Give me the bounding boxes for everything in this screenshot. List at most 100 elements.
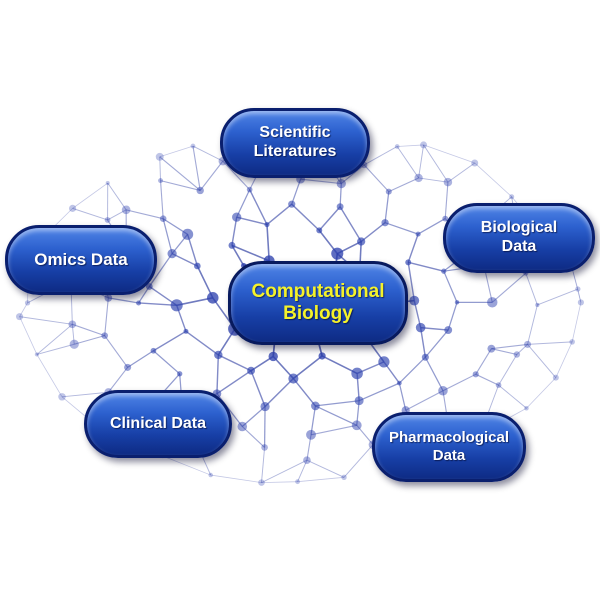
network-link bbox=[264, 378, 294, 408]
network-link bbox=[315, 400, 360, 407]
network-link bbox=[408, 261, 444, 272]
network-node bbox=[194, 262, 201, 270]
network-node bbox=[159, 215, 167, 223]
network-link bbox=[19, 302, 28, 317]
network-node bbox=[303, 456, 311, 465]
network-link bbox=[148, 253, 173, 287]
scientific-literatures-line-1: Scientific bbox=[259, 124, 331, 142]
network-link bbox=[555, 341, 573, 378]
network-node bbox=[104, 294, 113, 302]
network-link bbox=[291, 178, 302, 205]
network-node bbox=[34, 352, 39, 357]
network-link bbox=[250, 370, 266, 407]
network-link bbox=[162, 218, 173, 254]
network-node bbox=[385, 188, 392, 195]
network-link bbox=[318, 206, 341, 231]
network-link bbox=[447, 162, 475, 183]
network-node bbox=[258, 479, 265, 486]
network-link bbox=[537, 288, 579, 306]
network-node bbox=[487, 297, 498, 308]
network-node bbox=[354, 396, 364, 406]
network-node bbox=[472, 371, 479, 378]
network-link bbox=[292, 355, 323, 380]
network-node bbox=[170, 299, 183, 312]
network-link bbox=[527, 344, 557, 378]
network-link bbox=[310, 424, 357, 436]
network-link bbox=[444, 182, 449, 219]
network-node bbox=[177, 371, 183, 377]
network-link bbox=[199, 160, 224, 191]
clinical-data-box: Clinical Data bbox=[84, 390, 232, 458]
network-link bbox=[300, 178, 342, 185]
network-node bbox=[552, 374, 559, 381]
network-link bbox=[339, 183, 342, 207]
network-link bbox=[527, 304, 538, 345]
network-node bbox=[357, 237, 366, 246]
network-node bbox=[228, 241, 236, 249]
pharmacological-data-line-1: Pharmacological bbox=[388, 429, 510, 447]
network-node bbox=[158, 178, 163, 184]
network-link bbox=[292, 378, 316, 407]
network-node bbox=[577, 299, 584, 306]
network-node bbox=[509, 194, 515, 200]
network-node bbox=[24, 300, 31, 306]
network-node bbox=[232, 212, 242, 222]
network-node bbox=[306, 429, 316, 440]
network-node bbox=[58, 393, 66, 401]
network-node bbox=[495, 382, 502, 388]
network-link bbox=[107, 209, 127, 221]
pharmacological-data-line-2: Data bbox=[432, 447, 466, 464]
network-link bbox=[74, 335, 105, 345]
network-link bbox=[241, 426, 265, 448]
network-link bbox=[19, 316, 38, 355]
network-node bbox=[523, 340, 532, 348]
network-link bbox=[107, 367, 129, 393]
network-link bbox=[36, 323, 73, 355]
network-link bbox=[291, 203, 320, 231]
biological-data-line-2: Data bbox=[501, 238, 537, 255]
network-link bbox=[358, 382, 400, 402]
network-link bbox=[442, 373, 476, 392]
network-link bbox=[407, 262, 415, 301]
network-link bbox=[153, 330, 187, 352]
network-node bbox=[513, 351, 521, 358]
network-link bbox=[447, 302, 458, 331]
network-node bbox=[351, 367, 363, 380]
network-link bbox=[526, 377, 557, 409]
network-node bbox=[311, 401, 320, 411]
network-link bbox=[498, 354, 518, 386]
network-link bbox=[343, 444, 374, 478]
network-node bbox=[247, 366, 256, 375]
network-link bbox=[424, 329, 449, 358]
network-link bbox=[61, 391, 109, 398]
network-link bbox=[306, 434, 312, 461]
network-link bbox=[571, 302, 582, 342]
network-link bbox=[19, 316, 73, 325]
network-link bbox=[231, 245, 245, 266]
network-node bbox=[190, 143, 196, 149]
network-link bbox=[397, 144, 424, 147]
network-link bbox=[72, 182, 108, 209]
network-node bbox=[182, 228, 194, 240]
network-node bbox=[341, 474, 347, 481]
network-link bbox=[216, 354, 220, 394]
network-node bbox=[69, 204, 77, 212]
network-link bbox=[261, 459, 308, 484]
network-link bbox=[196, 265, 214, 299]
network-link bbox=[72, 207, 108, 221]
biological-data-box: Biological Data bbox=[443, 203, 595, 273]
network-node bbox=[415, 322, 426, 333]
network-node bbox=[264, 221, 270, 228]
network-link bbox=[266, 203, 293, 226]
network-link bbox=[388, 177, 419, 193]
network-link bbox=[138, 302, 177, 307]
network-node bbox=[336, 178, 346, 189]
network-link bbox=[176, 297, 213, 307]
network-link bbox=[475, 373, 499, 386]
network-link bbox=[405, 390, 444, 411]
network-link bbox=[443, 270, 458, 303]
network-node bbox=[208, 472, 213, 478]
network-node bbox=[378, 356, 390, 368]
network-node bbox=[443, 177, 453, 187]
network-node bbox=[535, 302, 540, 308]
